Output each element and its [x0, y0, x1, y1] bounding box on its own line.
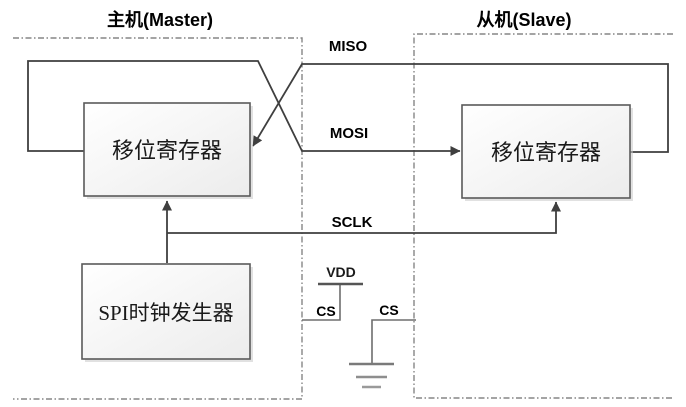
slave-shift-register-box — [461, 104, 631, 199]
slave-shift-register-label: 移位寄存器 — [491, 140, 601, 165]
ground-symbol — [349, 362, 394, 389]
master-shift-register-box — [83, 102, 251, 197]
sclk-label: SCLK — [332, 214, 373, 231]
mosi-label: MOSI — [330, 125, 368, 142]
slave-region-border — [413, 33, 673, 399]
master-cs-label: CS — [316, 303, 335, 319]
clock-generator-box — [81, 263, 251, 360]
vdd-label: VDD — [326, 264, 356, 280]
master-cs-wire — [302, 284, 341, 321]
miso-wire — [252, 63, 669, 153]
master-title: 主机(Master) — [107, 9, 213, 30]
slave-cs-label: CS — [379, 302, 398, 318]
sclk-wire-slave — [167, 201, 561, 234]
miso-label: MISO — [329, 38, 368, 55]
mosi-wire — [27, 60, 461, 156]
slave-cs-wire — [371, 319, 416, 363]
master-shift-register-label: 移位寄存器 — [112, 138, 222, 163]
clock-generator-label: SPI时钟发生器 — [98, 301, 233, 325]
slave-title: 从机(Slave) — [476, 10, 571, 30]
